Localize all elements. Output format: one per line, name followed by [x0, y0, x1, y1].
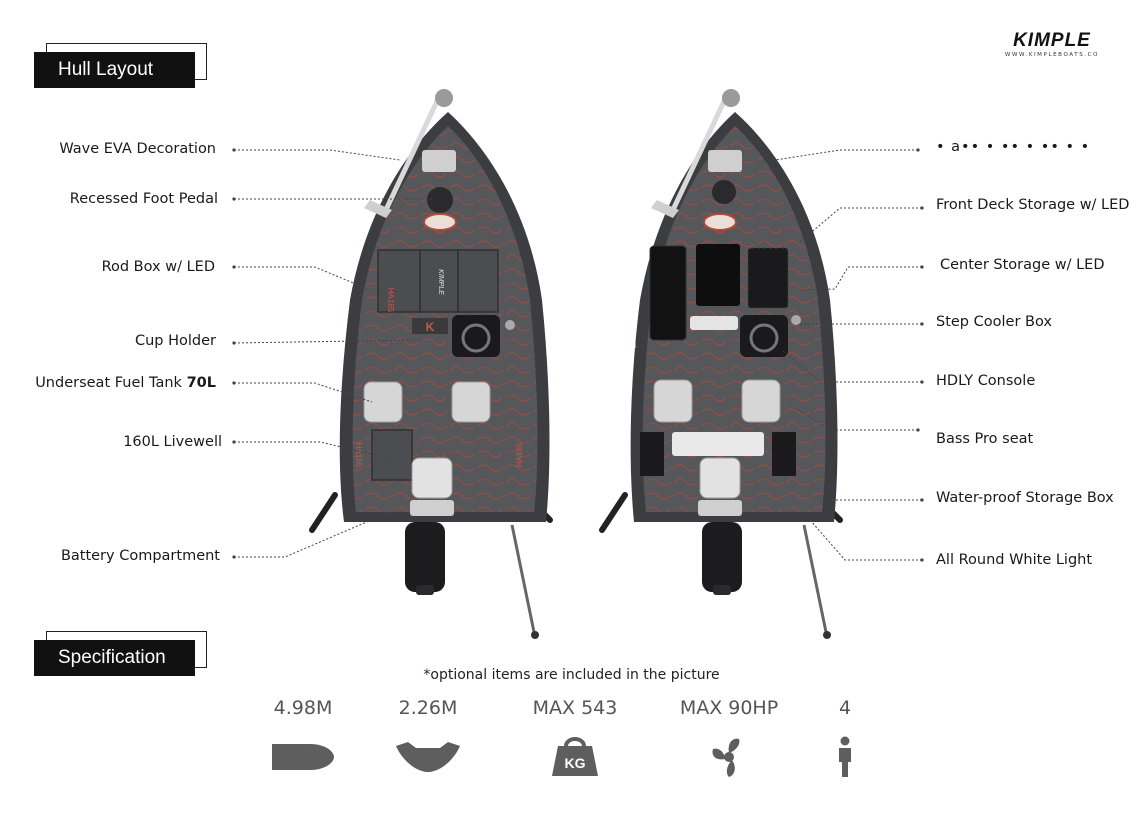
step-cooler-box	[690, 316, 738, 330]
brand-name: KIMPLE	[1013, 30, 1091, 51]
callout-cup-holder: Cup Holder	[134, 333, 216, 349]
spec-beam-value: 2.26M	[398, 697, 458, 719]
kg-weight-icon: KG	[552, 737, 598, 776]
callout-wave-eva-decoration: Wave EVA Decoration	[59, 141, 216, 157]
callout-center-storage: Center Storage w/ LED	[940, 257, 1105, 273]
person-icon	[839, 736, 851, 777]
callout-livewell: 160L Livewell	[123, 434, 222, 450]
spec-max-load: MAX 543 KG	[515, 696, 635, 778]
spec-max-load-value: MAX 543	[532, 697, 618, 719]
left-front-seat-2	[451, 381, 491, 423]
water-proof-storage-box	[672, 432, 764, 456]
spec-length: 4.98M	[243, 696, 363, 778]
right-light-pole	[802, 524, 828, 633]
spec-length-value: 4.98M	[273, 697, 333, 719]
callout-front-deck-storage: Front Deck Storage w/ LED	[936, 197, 1130, 213]
spec-capacity: 4	[785, 696, 905, 778]
fuel-tank-label: Underseat Fuel Tank	[35, 375, 187, 391]
front-deck-storage	[649, 245, 687, 341]
callout-leaders	[233, 149, 922, 561]
left-console-badge: K	[426, 320, 435, 334]
left-rear-seat	[411, 457, 453, 499]
fuel-tank-capacity: 70L	[186, 375, 216, 391]
callout-bass-pro-seat: Bass Pro seat	[936, 431, 1034, 447]
spec-max-power-value: MAX 90HP	[679, 697, 779, 719]
callout-all-round-white-light: All Round White Light	[936, 552, 1093, 568]
callout-garbled: • a•• • •• • •• • •	[936, 139, 1091, 155]
hull-layout-title: Hull Layout	[34, 52, 195, 88]
outboard-motor	[405, 522, 445, 592]
front-fish-finder	[422, 150, 456, 172]
left-hull-id-top: HA165	[386, 288, 395, 313]
left-hull-id-bottom: HA165	[354, 443, 363, 468]
left-hull-id-bottom-right: HA165	[515, 442, 524, 467]
brand-url: WWW.KIMPLEBOATS.CO	[1004, 52, 1099, 58]
hull-beam-icon	[396, 742, 460, 772]
callout-step-cooler-box: Step Cooler Box	[936, 314, 1052, 330]
callout-markers	[232, 148, 924, 562]
propeller-icon	[712, 738, 740, 777]
left-steering-console	[452, 315, 500, 357]
center-storage	[696, 244, 740, 306]
hdly-console	[740, 315, 788, 357]
recessed-foot-pedal	[427, 187, 453, 213]
all-round-light-pole	[510, 524, 536, 633]
callout-underseat-fuel-tank: Underseat Fuel Tank 70L	[35, 374, 216, 392]
callout-hdly-console: HDLY Console	[936, 373, 1036, 389]
callout-rod-box: Rod Box w/ LED	[101, 259, 215, 275]
left-livewell	[371, 429, 413, 481]
bass-pro-seat-2	[741, 379, 781, 423]
callout-water-proof-storage-box: Water-proof Storage Box	[936, 490, 1114, 506]
trolling-motor	[382, 93, 443, 214]
right-boat	[599, 89, 843, 639]
optional-items-note: *optional items are included in the pict…	[423, 667, 720, 683]
spec-beam: 2.26M	[368, 696, 488, 778]
hull-length-icon	[272, 744, 334, 770]
kg-icon-text: KG	[565, 755, 586, 771]
brand-logo: KIMPLE WWW.KIMPLEBOATS.CO	[1005, 30, 1099, 58]
spec-max-power: MAX 90HP	[669, 696, 789, 778]
callout-recessed-foot-pedal: Recessed Foot Pedal	[69, 191, 218, 207]
spec-capacity-value: 4	[838, 697, 852, 719]
callout-battery-compartment: Battery Compartment	[60, 548, 220, 564]
left-boat: KIMPLE HA165 K HA165 HA165	[309, 89, 553, 639]
left-deck-logo: KIMPLE	[437, 269, 444, 295]
right-outboard-motor	[702, 522, 742, 592]
specification-title: Specification	[34, 640, 195, 676]
left-front-seat-1	[363, 381, 403, 423]
bass-pro-seat-1	[653, 379, 693, 423]
